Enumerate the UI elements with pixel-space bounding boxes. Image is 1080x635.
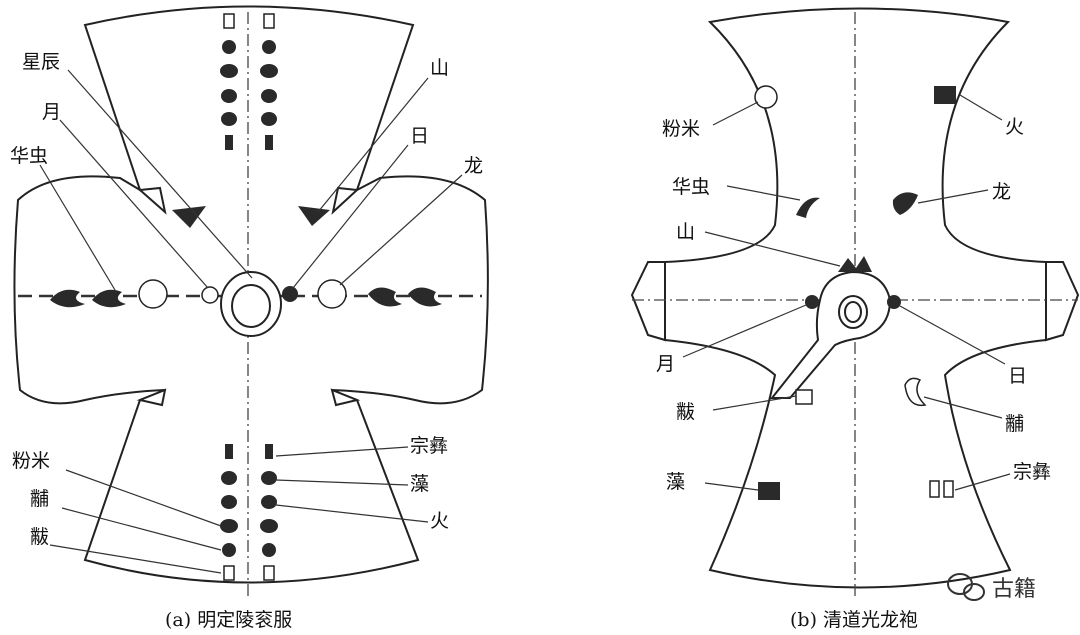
label-right-yue: 月 [656, 353, 675, 375]
left-upper-motifs [220, 13, 278, 150]
wechat-icon [947, 573, 985, 601]
left-collar-flap-right [331, 186, 360, 215]
left-moon-motif [201, 286, 219, 304]
left-collar [220, 271, 282, 337]
right-leader-lines [682, 94, 1011, 491]
right-cuff-left [630, 261, 666, 342]
left-figure: 星辰 月 华虫 山 日 龙 粉米 黼 黻 宗彝 藻 火 (a) 明定陵衮服 [10, 5, 489, 631]
label-right-zongyi: 宗彝 [1013, 461, 1051, 483]
right-zongyi-motif [929, 480, 954, 498]
right-fu2-motif [795, 389, 813, 405]
left-circle-outer-right [317, 279, 347, 309]
right-figure: 粉米 华虫 山 月 黻 藻 火 龙 日 黼 宗彝 (b) 清道光龙袍 [630, 7, 1080, 631]
label-left-fenmi: 粉米 [12, 450, 50, 472]
left-dragon-motifs [368, 287, 442, 307]
watermark: 古籍 [947, 573, 1036, 602]
label-right-fenmi: 粉米 [662, 118, 700, 140]
left-collar-flap-left [137, 186, 167, 215]
right-cuff-right [1045, 261, 1080, 342]
left-circle-outer-left [138, 279, 168, 309]
caption-right: (b) 清道光龙袍 [790, 609, 918, 631]
label-right-ri: 日 [1008, 365, 1027, 387]
right-collar [838, 295, 868, 329]
label-left-fu2: 黻 [30, 526, 49, 548]
left-hem-flap-left [136, 388, 167, 407]
label-left-fu: 黼 [30, 488, 49, 510]
right-fu-motif [904, 377, 927, 407]
left-mountain-motif-left [172, 206, 206, 228]
right-ri-motif [887, 295, 901, 309]
label-left-xingchen: 星辰 [22, 51, 60, 73]
left-mountain-motif-right [298, 206, 330, 226]
label-right-huachong: 华虫 [672, 176, 710, 198]
label-left-ri: 日 [410, 125, 429, 147]
label-left-zao: 藻 [410, 473, 429, 495]
left-hem-flap-right [330, 388, 361, 407]
label-right-huo: 火 [1005, 116, 1024, 138]
right-fenmi-motif [754, 85, 778, 109]
label-right-fu2: 黻 [676, 401, 695, 423]
left-lower-motifs [220, 444, 278, 581]
left-sun-motif [282, 286, 298, 302]
label-right-long: 龙 [992, 181, 1011, 203]
label-left-huo: 火 [430, 510, 449, 532]
label-right-shan: 山 [676, 221, 695, 243]
watermark-text: 古籍 [992, 577, 1036, 602]
label-right-fu: 黼 [1005, 413, 1024, 435]
right-long-motif [892, 192, 918, 215]
label-left-huachong: 华虫 [10, 145, 48, 167]
label-left-long: 龙 [464, 155, 483, 177]
left-pheasant-motifs [50, 289, 126, 308]
right-zao-motif [758, 482, 780, 500]
caption-left: (a) 明定陵衮服 [165, 609, 292, 631]
label-left-zongyi: 宗彝 [410, 435, 448, 457]
label-left-yue: 月 [42, 101, 61, 123]
left-leader-lines [39, 69, 463, 574]
right-yue-motif [805, 295, 819, 309]
label-left-shan: 山 [430, 57, 449, 79]
right-huachong-motif [796, 197, 820, 218]
right-huo-motif [934, 86, 956, 104]
right-shan-motif [838, 256, 872, 272]
label-right-zao: 藻 [666, 471, 685, 493]
